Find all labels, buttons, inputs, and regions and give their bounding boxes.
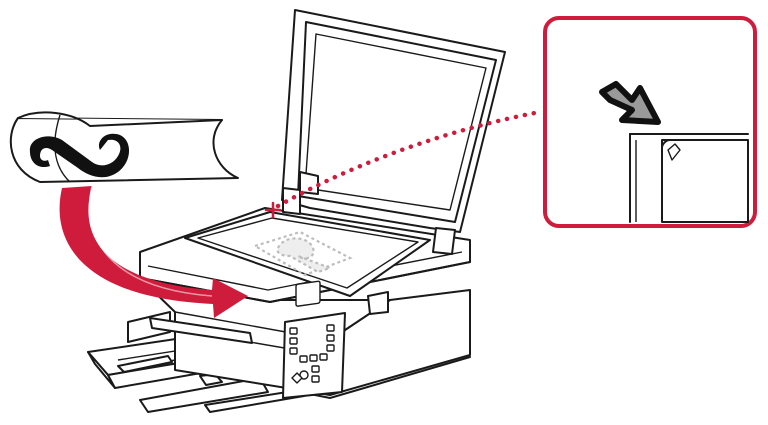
corner-alignment-callout	[543, 16, 757, 228]
original-document	[9, 111, 239, 183]
callout-leader	[264, 109, 543, 219]
document-placement-mark	[252, 230, 353, 277]
load-direction-arrow	[59, 185, 248, 318]
alignment-arrow-icon	[599, 81, 661, 125]
printer	[87, 9, 506, 413]
document-glyph	[29, 133, 130, 178]
document-cover	[281, 9, 506, 255]
operation-panel	[282, 280, 346, 399]
